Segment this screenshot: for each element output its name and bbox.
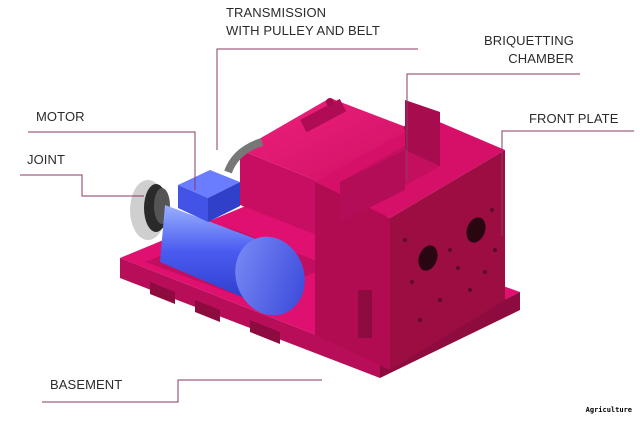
label-joint: JOINT (27, 152, 66, 167)
watermark-text: Agriculture (585, 406, 632, 414)
joint-part (130, 180, 170, 240)
label-basement: BASEMENT (50, 377, 123, 392)
label-front-plate: FRONT PLATE (529, 111, 619, 126)
motor-part (160, 170, 305, 316)
front-plate-part (358, 208, 497, 338)
briquetting-chamber-part (315, 100, 505, 370)
side-bracket (358, 290, 372, 338)
label-briquetting-chamber: BRIQUETTING CHAMBER (484, 33, 574, 66)
leader-front-plate (501, 130, 634, 236)
leader-motor (28, 131, 196, 190)
leader-lines (20, 48, 634, 403)
label-motor: MOTOR (36, 109, 85, 124)
leader-basement (42, 379, 322, 403)
label-transmission: TRANSMISSION WITH PULLEY AND BELT (226, 5, 380, 38)
leader-briquetting (406, 73, 580, 180)
leader-transmission (216, 48, 418, 150)
leader-joint (20, 174, 144, 197)
